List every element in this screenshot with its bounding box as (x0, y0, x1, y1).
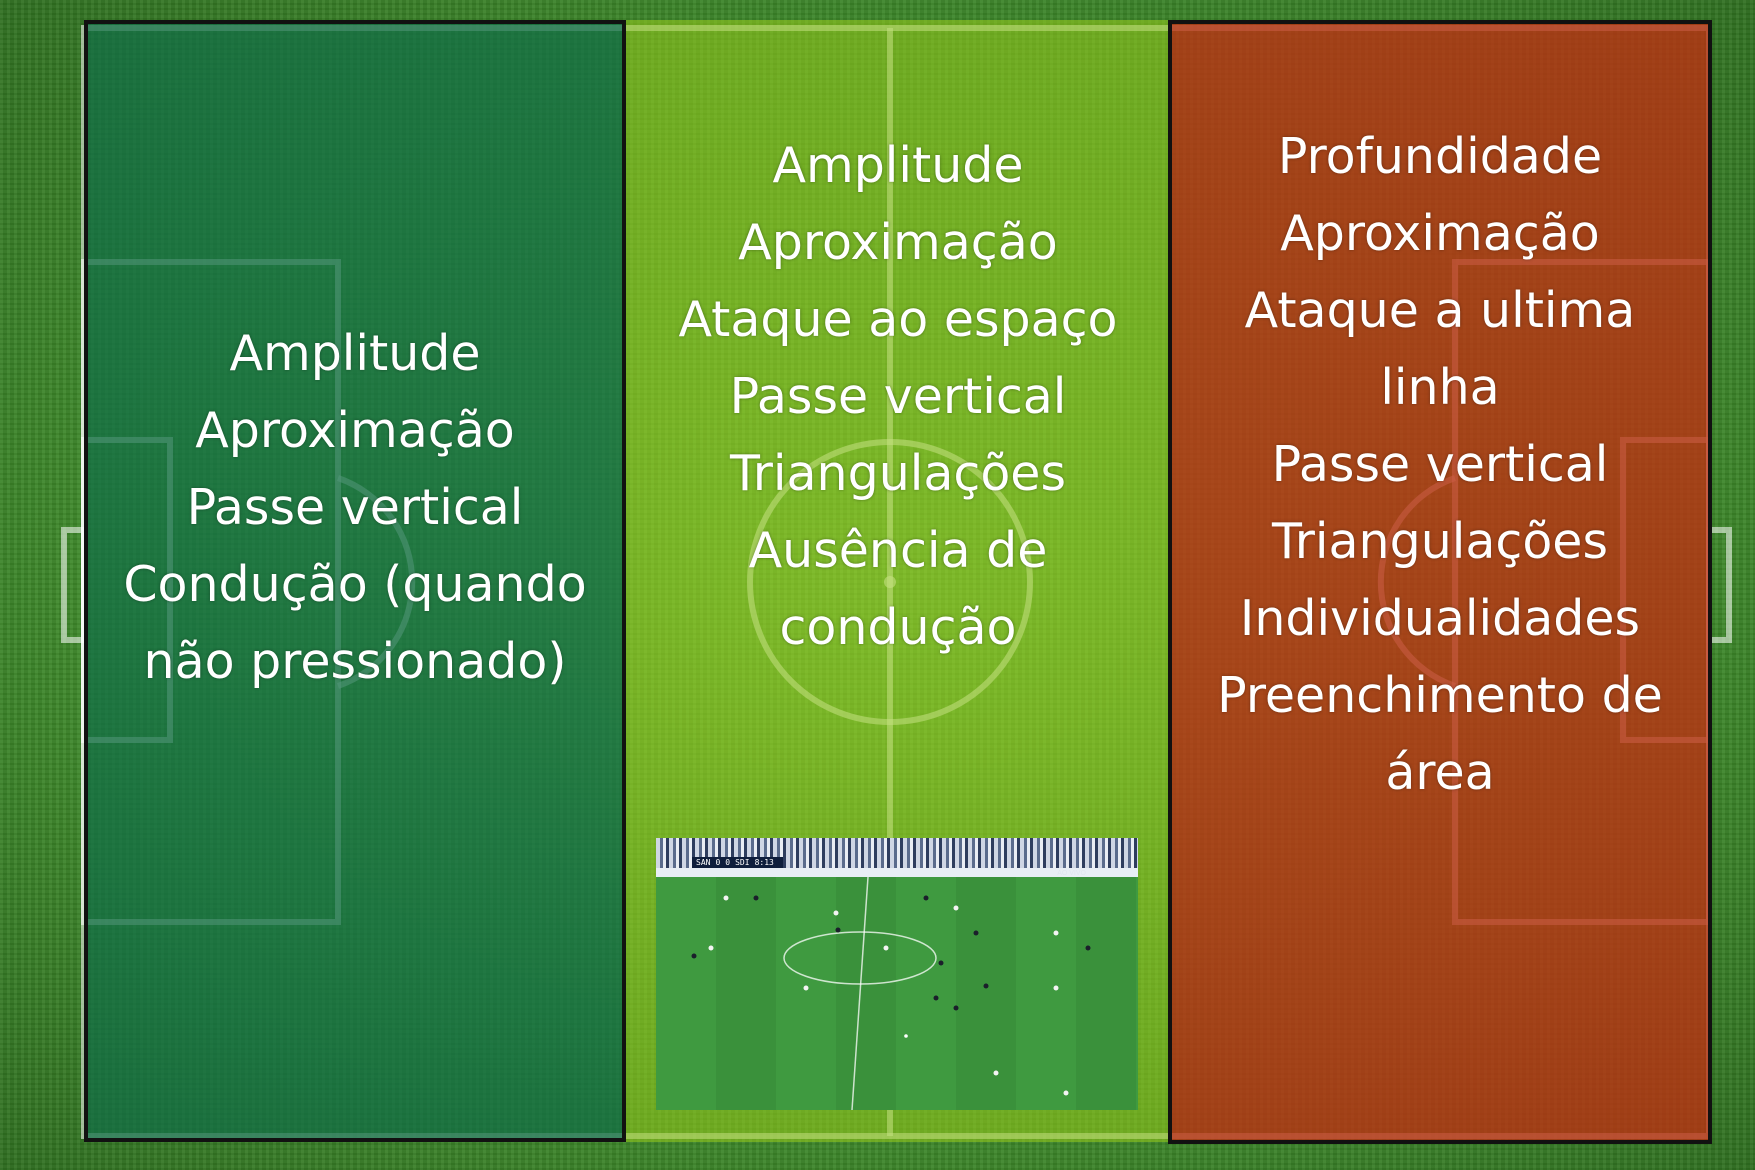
middle-third-principles: Amplitude Aproximação Ataque ao espaço P… (638, 127, 1158, 666)
principle-item: Profundidade (1277, 128, 1603, 185)
principle-item: linha (1380, 359, 1500, 416)
broadcast-field (656, 877, 1138, 1110)
player-dark (933, 995, 939, 1001)
principle-item: área (1385, 744, 1495, 801)
player-dark (1085, 945, 1091, 951)
away-score: 0 (725, 858, 731, 867)
attacking-third-principles: Profundidade Aproximação Ataque a ultima… (1175, 118, 1705, 811)
player-white (833, 910, 839, 916)
player-white (1053, 930, 1059, 936)
principle-item: Passe vertical (1271, 436, 1609, 493)
defensive-third-principles: Amplitude Aproximação Passe vertical Con… (95, 315, 615, 700)
defensive-third-zone: Amplitude Aproximação Passe vertical Con… (84, 20, 626, 1142)
principle-item: Ausência de (748, 521, 1048, 579)
home-team-abbr: SAN (696, 858, 711, 867)
player-dark (835, 927, 841, 933)
right-goal (1706, 527, 1732, 643)
player-white (803, 985, 809, 991)
principle-item: Ataque a ultima (1244, 282, 1636, 339)
broadcast-field-markings (691, 876, 1091, 1110)
principle-item: Ataque ao espaço (678, 290, 1118, 348)
home-score: 0 (715, 858, 721, 867)
player-dark (691, 953, 697, 959)
principle-item: Triangulações (730, 444, 1066, 502)
principle-item: Passe vertical (729, 367, 1067, 425)
player-dark (923, 895, 929, 901)
match-clock: 8:13 (754, 858, 774, 867)
player-white (953, 905, 959, 911)
player-white (1063, 1090, 1069, 1096)
broadcast-halfway-line (851, 876, 869, 1110)
principle-item: condução (779, 598, 1017, 656)
player-dark (973, 930, 979, 936)
principle-item: não pressionado) (143, 632, 567, 690)
player-dark (753, 895, 759, 901)
live-label: AO VIVO (1057, 870, 1086, 877)
broadcast-center-circle (783, 931, 937, 985)
principle-item: Condução (quando (123, 555, 587, 613)
principle-item: Aproximação (195, 401, 515, 459)
principle-item: Aproximação (738, 213, 1058, 271)
player-white (993, 1070, 999, 1076)
player-dark (983, 983, 989, 989)
ball (904, 1034, 908, 1038)
player-white (1053, 985, 1059, 991)
players (691, 895, 1091, 1096)
player-dark (953, 1005, 959, 1011)
principle-item: Aproximação (1280, 205, 1600, 262)
player-dark (938, 960, 944, 966)
principle-item: Triangulações (1272, 513, 1608, 570)
principle-item: Preenchimento de (1217, 667, 1663, 724)
principle-item: Amplitude (229, 324, 481, 382)
principle-item: Individualidades (1239, 590, 1641, 647)
player-white (708, 945, 714, 951)
principle-item: Amplitude (772, 136, 1024, 194)
left-goal (61, 527, 87, 643)
player-white (883, 945, 889, 951)
player-white (723, 895, 729, 901)
away-team-abbr: SDI (735, 858, 750, 867)
attacking-third-zone: Profundidade Aproximação Ataque a ultima… (1168, 20, 1712, 1144)
principle-item: Passe vertical (186, 478, 524, 536)
